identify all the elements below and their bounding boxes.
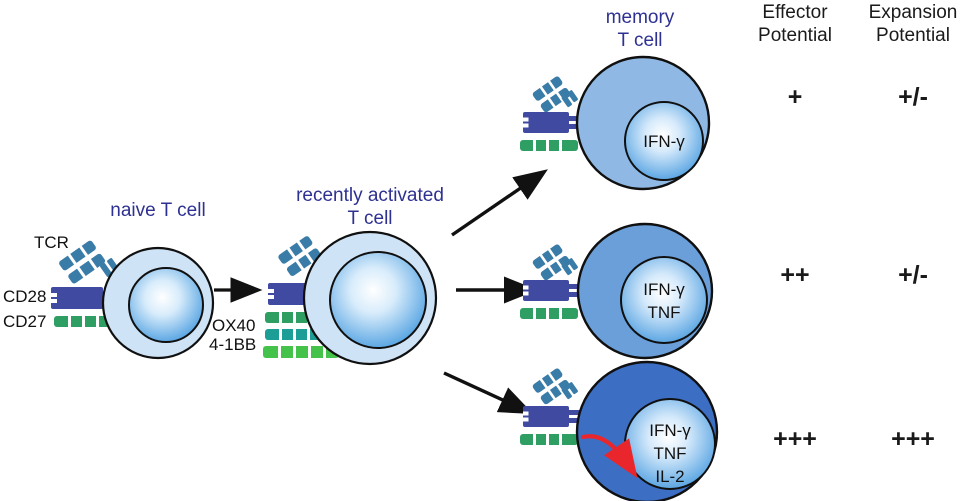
receptor-cd27-effector-high	[520, 433, 578, 446]
naive-cell-nucleus	[128, 267, 204, 343]
effector-high-cytokine-0: IFN-γ	[649, 421, 691, 440]
receptor-4-1bb	[263, 345, 339, 359]
receptor-ox40	[265, 328, 327, 341]
naive-cell-title: naive T cell	[110, 200, 205, 221]
receptor-cd28-effector-mid	[523, 280, 583, 301]
effector-mid-expansion-score: +/-	[898, 261, 928, 289]
expansion-header-line1: Expansion	[869, 2, 958, 23]
memory-cell-title-line1: memory	[606, 7, 675, 28]
receptor-tcr	[59, 240, 119, 284]
receptor-tcr-memory	[532, 76, 578, 113]
activated-cell-title-line2: T cell	[347, 208, 392, 229]
receptor-tcr-effector-high	[532, 368, 578, 405]
column-header-effector: Effector Potential	[758, 2, 832, 46]
arrow-to-effector-high	[443, 371, 534, 414]
effector-mid-t-cell: IFN-γ TNF ++ +/-	[520, 222, 928, 360]
memory-cytokine-0: IFN-γ	[643, 132, 685, 151]
receptor-cd27	[54, 315, 116, 328]
cd28-label: CD28	[3, 287, 46, 306]
il2-autocrine-arrow	[580, 434, 638, 479]
memory-effector-score: +	[788, 83, 803, 111]
effector-high-cytokine-1: TNF	[653, 444, 686, 463]
effector-mid-cell-nucleus	[620, 256, 708, 344]
column-header-expansion: Expansion Potential	[869, 2, 958, 46]
effector-high-t-cell: IFN-γ TNF IL-2 +++ +++	[520, 360, 935, 501]
memory-cell-nucleus	[624, 101, 704, 181]
effector-mid-cytokine-1: TNF	[647, 303, 680, 322]
effector-header-line2: Potential	[758, 25, 832, 46]
tcr-label: TCR	[34, 233, 69, 252]
effector-high-effector-score: +++	[773, 425, 817, 453]
effector-header-line1: Effector	[762, 2, 828, 23]
receptor-cd28-memory	[523, 112, 583, 133]
effector-high-cytokine-2: IL-2	[655, 467, 684, 486]
ox40-label: OX40	[212, 316, 255, 335]
activated-cell-title-line1: recently activated	[296, 185, 444, 206]
cd27-label: CD27	[3, 312, 46, 331]
effector-high-expansion-score: +++	[891, 425, 935, 453]
memory-t-cell: memory T cell	[520, 7, 928, 191]
receptor-cd27-effector-mid	[520, 307, 578, 320]
receptor-cd28-effector-high	[523, 406, 583, 427]
effector-mid-effector-score: ++	[780, 261, 809, 289]
receptor-cd27-memory	[520, 139, 578, 152]
memory-expansion-score: +/-	[898, 83, 928, 111]
activated-cell-nucleus	[329, 251, 427, 349]
4-1bb-label: 4-1BB	[209, 335, 256, 354]
naive-t-cell: naive T cell TCR CD28	[3, 200, 215, 360]
arrow-to-memory	[451, 169, 548, 237]
expansion-header-line2: Potential	[876, 25, 950, 46]
activated-t-cell: recently activated T cell	[209, 185, 444, 366]
effector-mid-cytokine-0: IFN-γ	[643, 280, 685, 299]
memory-cell-title-line2: T cell	[617, 30, 662, 51]
receptor-tcr-effector-mid	[532, 244, 578, 281]
